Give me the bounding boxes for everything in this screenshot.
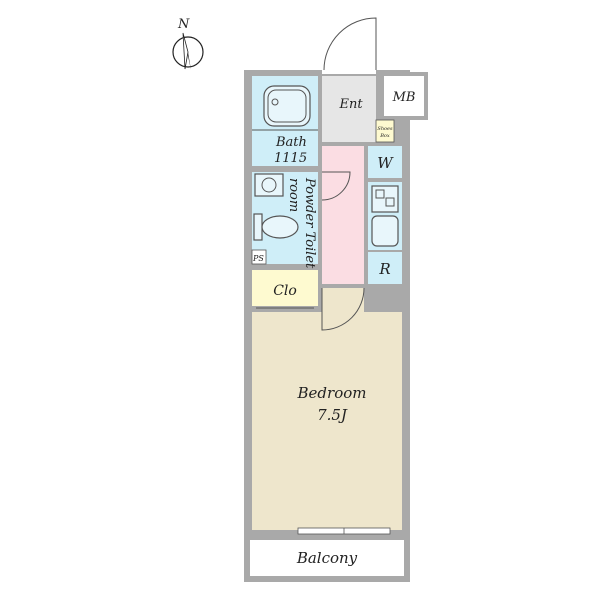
- bedroom-size-label: 7.5J: [317, 406, 348, 424]
- pipe-space: [251, 249, 267, 265]
- entrance-door-gap: [322, 66, 376, 74]
- entrance: [322, 76, 376, 142]
- meter-box: [384, 76, 424, 116]
- toilet-icon: [253, 213, 299, 241]
- balcony-label: Balcony: [296, 549, 358, 567]
- washer-label: W: [377, 154, 394, 172]
- shoe-box-label-1: Shoes: [377, 126, 393, 132]
- closet: [252, 270, 318, 306]
- powder-room-label: room: [286, 178, 301, 212]
- bathtub-icon: [263, 85, 311, 127]
- bathtub-inner: [267, 89, 307, 123]
- refrigerator-space: [368, 252, 402, 284]
- pipe-space-label: PS: [252, 254, 264, 263]
- closet-label: Clo: [273, 283, 297, 299]
- north-arrow-icon: [172, 32, 204, 70]
- north-arrow: N: [172, 17, 204, 70]
- bedroom-label: Bedroom: [297, 384, 367, 402]
- bedroom-door-icon: [321, 287, 365, 331]
- meter-box-label: MB: [392, 90, 416, 105]
- bath-label: Bath: [275, 135, 307, 150]
- drain-icon: [271, 98, 279, 106]
- stove-icon: [371, 185, 399, 213]
- powder-door-icon: [321, 171, 351, 201]
- powder-toilet-label: Powder Toilet: [302, 177, 317, 269]
- bath-size-label: 1115: [274, 151, 307, 166]
- washer-space: [368, 146, 402, 178]
- washbasin-bowl: [261, 177, 277, 193]
- sink-icon: [371, 215, 399, 247]
- bedroom: [252, 312, 402, 530]
- entrance-label: Ent: [338, 97, 363, 112]
- refrigerator-label: R: [378, 260, 390, 278]
- shoe-box: [375, 119, 395, 143]
- balcony: [250, 540, 404, 576]
- north-label: N: [177, 17, 190, 32]
- washbasin-icon: [254, 173, 284, 197]
- hallway: [322, 146, 364, 284]
- shoe-box-label-2: Box: [379, 133, 390, 139]
- bedroom-door-area: [322, 288, 364, 312]
- entrance-door-icon: [323, 17, 377, 71]
